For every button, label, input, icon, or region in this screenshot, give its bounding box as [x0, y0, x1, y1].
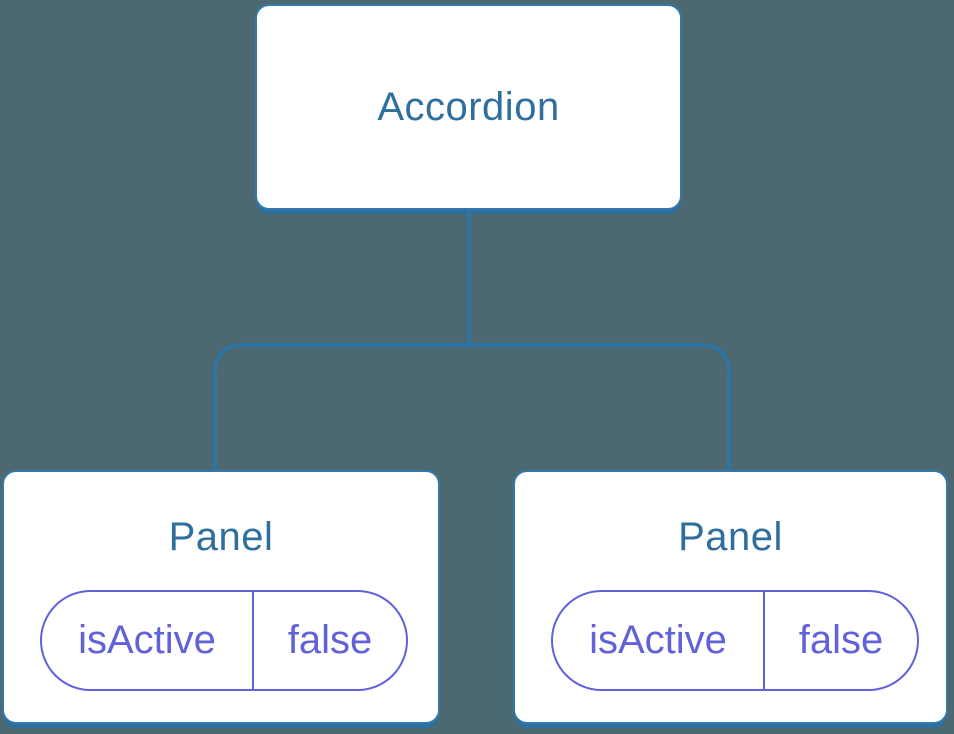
- state-pill: isActive false: [551, 590, 919, 691]
- tree-node-panel-left: Panel isActive false: [2, 470, 440, 724]
- connector-bracket: [213, 343, 731, 472]
- state-key: isActive: [553, 592, 765, 689]
- state-value: false: [798, 618, 884, 662]
- state-value: false: [287, 618, 373, 662]
- state-key: isActive: [42, 592, 254, 689]
- panel-node-label: Panel: [678, 515, 783, 559]
- tree-node-accordion: Accordion: [255, 4, 682, 210]
- state-pill: isActive false: [40, 590, 408, 691]
- accordion-node-label: Accordion: [377, 84, 560, 129]
- connector-stem: [467, 210, 471, 347]
- panel-node-label: Panel: [168, 515, 274, 559]
- tree-node-panel-right: Panel isActive false: [513, 470, 948, 724]
